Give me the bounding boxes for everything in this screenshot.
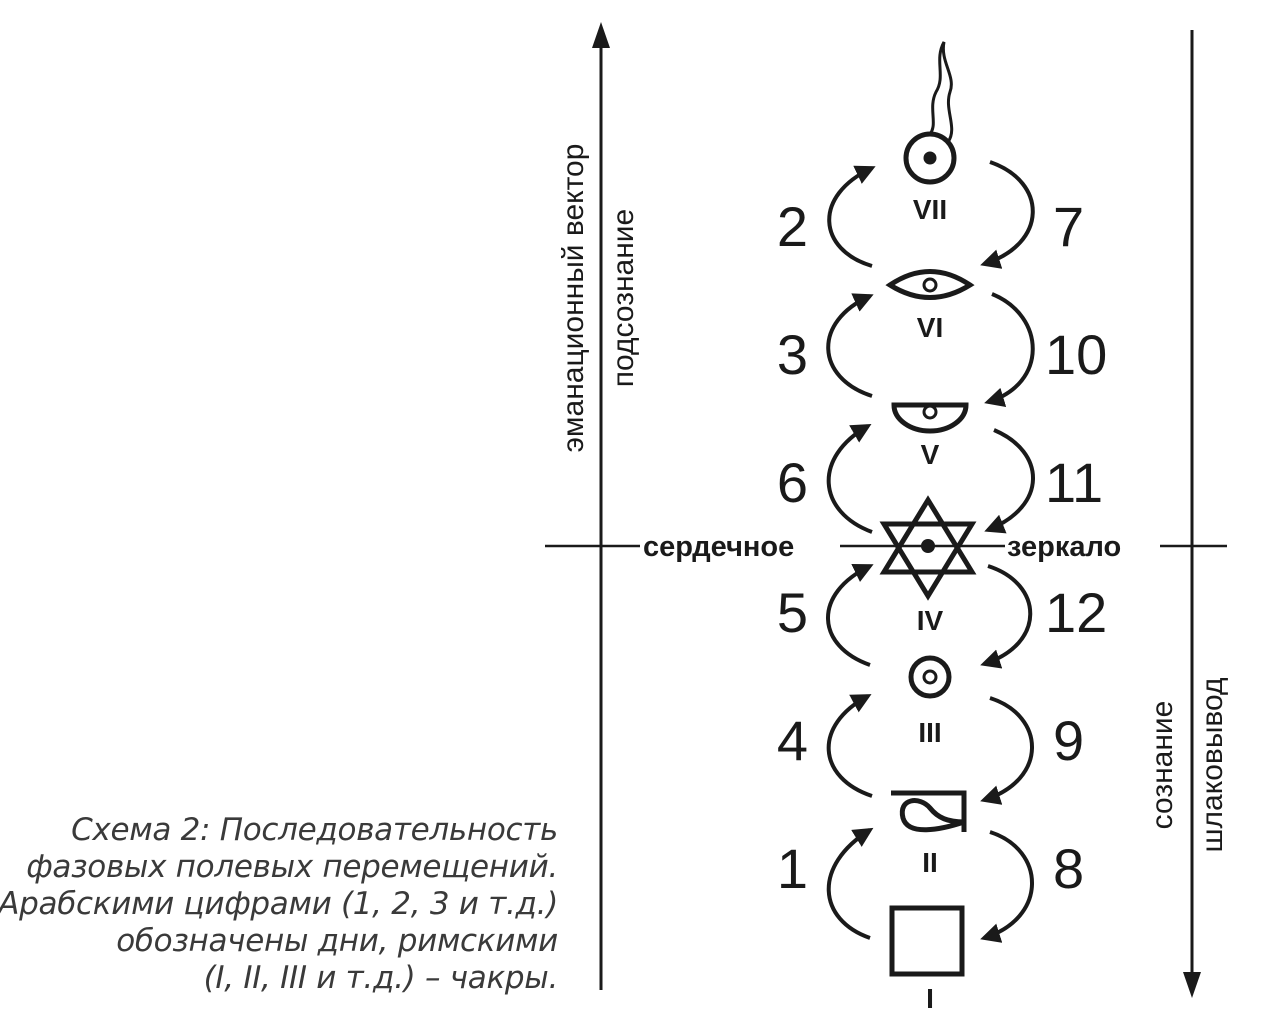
caption-line: Схема 2: Последовательность: [71, 812, 558, 848]
day-label-3: 3: [777, 323, 808, 386]
mirror-label-right: зеркало: [1007, 531, 1121, 563]
caption-line: фазовых полевых перемещений.: [26, 849, 558, 885]
heart-chakra-star-icon: [879, 495, 977, 601]
sacral-chakra-icon: [891, 790, 967, 833]
crown-chakra-icon: [903, 41, 957, 185]
chakra-label-i: I: [926, 983, 934, 1014]
left-vector-label-2: подсознание: [607, 209, 640, 387]
caption-line: (I, II, III и т.д.) – чакры.: [203, 960, 559, 996]
right-vector-label-1: сознание: [1146, 701, 1179, 830]
right-vector-label-2: шлаковывод: [1196, 677, 1229, 852]
chakra-label-iii: III: [918, 717, 941, 748]
mirror-label-left: сердечное: [643, 531, 794, 563]
caption-line: обозначены дни, римскими: [116, 923, 558, 959]
right-arcs: [980, 160, 1035, 943]
root-chakra-icon: [889, 905, 965, 977]
chakra-label-vii: VII: [913, 194, 947, 225]
emanation-vector-axis: [592, 22, 610, 990]
caption-line: Арабскими цифрами (1, 2, 3 и т.д.): [0, 886, 558, 922]
chakra-label-iv: IV: [917, 605, 944, 636]
day-label-4: 4: [777, 709, 808, 772]
left-arcs: [826, 165, 876, 940]
day-label-10: 10: [1045, 323, 1107, 386]
solar-plexus-chakra-icon: [908, 655, 952, 699]
diagram-caption: Схема 2: Последовательность фазовых поле…: [0, 812, 558, 997]
day-label-11: 11: [1045, 451, 1103, 514]
throat-chakra-icon: [891, 402, 969, 434]
chakra-label-ii: II: [922, 847, 938, 878]
chakra-label-vi: VI: [917, 312, 943, 343]
day-label-9: 9: [1053, 709, 1084, 772]
day-label-6: 6: [777, 451, 808, 514]
third-eye-chakra-icon: [885, 269, 975, 300]
day-label-2: 2: [777, 195, 808, 258]
waste-output-axis: [1183, 30, 1201, 998]
day-label-12: 12: [1045, 581, 1107, 644]
day-label-5: 5: [777, 581, 808, 644]
day-label-7: 7: [1053, 195, 1084, 258]
left-vector-label-1: эманационный вектор: [557, 144, 590, 453]
day-label-8: 8: [1053, 837, 1084, 900]
chakra-label-v: V: [921, 439, 940, 470]
day-label-1: 1: [777, 837, 808, 900]
